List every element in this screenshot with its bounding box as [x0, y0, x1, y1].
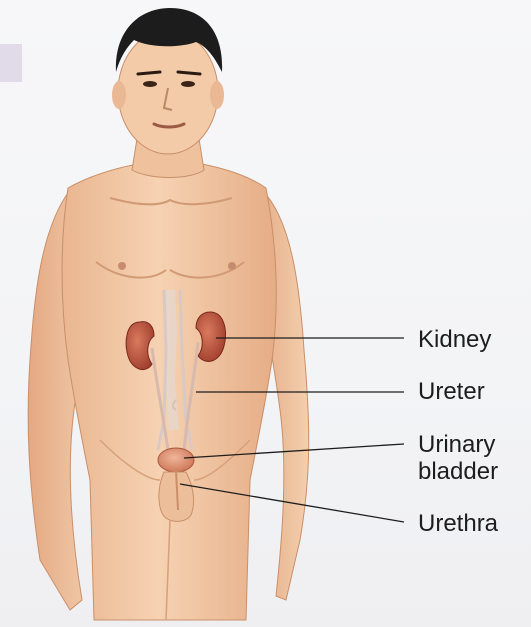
urinary-bladder-label-line2: bladder — [418, 458, 498, 485]
urethra-label: Urethra — [418, 510, 498, 537]
right-eyebrow — [178, 72, 200, 74]
left-nipple — [118, 262, 126, 270]
right-eye — [181, 81, 195, 87]
kidney-label: Kidney — [418, 326, 491, 353]
corner-tint — [0, 44, 22, 82]
left-eye — [143, 81, 157, 87]
urinary-bladder — [158, 448, 194, 472]
left-eyebrow — [138, 72, 160, 74]
urinary-bladder-label-line1: Urinary — [418, 431, 495, 458]
spine-outline — [170, 290, 174, 430]
right-nipple — [228, 262, 236, 270]
left-ear — [112, 81, 126, 109]
ureter-label: Ureter — [418, 378, 485, 405]
right-ear — [210, 81, 224, 109]
